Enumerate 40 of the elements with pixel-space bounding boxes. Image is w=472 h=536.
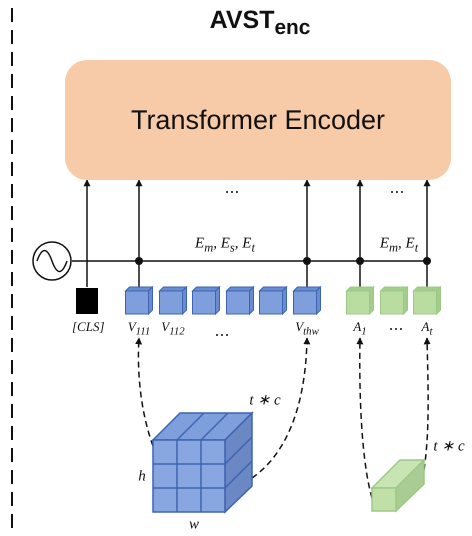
sine-wave-icon <box>32 241 72 281</box>
embedding-token <box>345 287 375 337</box>
encoder-label: Transformer Encoder <box>130 104 386 136</box>
embedding-token <box>292 287 322 337</box>
embedding-token <box>225 287 255 315</box>
arrow <box>84 179 90 287</box>
embedding-label: E$_{m}$, E$_{t}$ <box>380 236 418 254</box>
ellipsis: ⋯ <box>390 186 404 200</box>
embedding-label: E$_{m}$, E$_{s}$, E$_{t}$ <box>195 236 255 254</box>
dimension-label: t ∗ c <box>249 394 281 408</box>
embedding-token <box>191 287 221 315</box>
ellipsis: ⋯ <box>224 186 240 200</box>
dimension-label: w <box>189 518 199 532</box>
arrow <box>304 179 310 287</box>
token-label: A$_{t}$ <box>420 320 434 338</box>
dimension-label: t ∗ c <box>433 440 465 454</box>
token-label: [CLS] <box>72 320 102 333</box>
ellipsis: ⋯ <box>388 322 404 338</box>
ellipsis: ⋯ <box>214 328 230 344</box>
embedding-token <box>412 287 442 337</box>
title: AVST$_{enc}$ <box>208 5 312 41</box>
dashed-arrow <box>252 337 310 479</box>
dashed-arrow <box>356 337 373 498</box>
token-label: V$_{111}$ <box>126 320 152 338</box>
arrow <box>136 179 142 287</box>
embedding-token <box>158 287 188 337</box>
dashed-arrow <box>135 337 154 446</box>
dimension-label: h <box>138 470 146 484</box>
encoder-box <box>65 60 451 180</box>
video-cube-drawing <box>153 413 253 513</box>
embedding-token <box>124 287 154 337</box>
embedding-token <box>379 287 409 315</box>
token-label: A$_{1}$ <box>352 320 368 338</box>
arrow <box>424 179 430 287</box>
token-label: V$_{thw}$ <box>294 320 320 338</box>
audio-bar-drawing <box>372 460 425 512</box>
token-label: V$_{112}$ <box>160 320 186 338</box>
arrow <box>356 179 364 287</box>
embedding-token <box>258 287 288 315</box>
embedding-line <box>72 257 431 265</box>
